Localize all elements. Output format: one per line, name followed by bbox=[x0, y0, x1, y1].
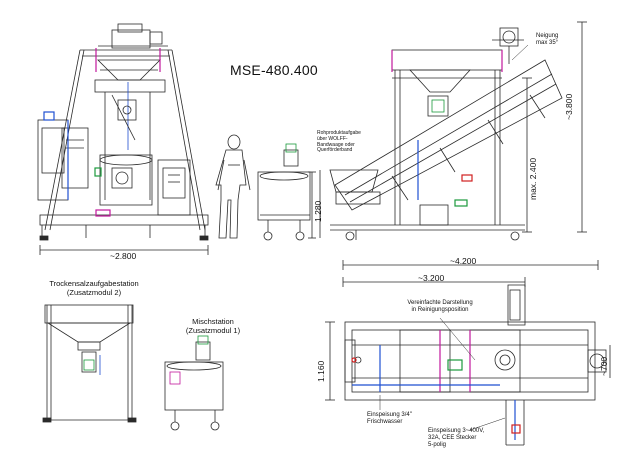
dim-plan-depth: 1.160 bbox=[316, 360, 326, 382]
label-trockensalz: Trockensalzaufgabestation (Zusatzmodul 2… bbox=[49, 279, 139, 297]
label-rohprodukt: Rohproduktaufgabe über WOLFF- Bandwaage … bbox=[317, 130, 361, 154]
mischstation-cart bbox=[164, 335, 224, 431]
drawing-title: MSE-480.400 bbox=[230, 62, 318, 78]
dim-plan-total: ~4.200 bbox=[450, 256, 477, 266]
front-view-machine bbox=[37, 23, 209, 255]
side-view-machine bbox=[319, 21, 587, 241]
label-mischstation: Mischstation (Zusatzmodul 1) bbox=[185, 317, 241, 335]
dim-height-cart: 1.280 bbox=[313, 200, 323, 222]
dim-height-right: ~3.800 bbox=[564, 93, 574, 120]
dim-plan-side: ~700 bbox=[599, 356, 609, 376]
dim-width-left: ~2.800 bbox=[110, 251, 137, 261]
dim-plan-inner: ~3.200 bbox=[418, 273, 445, 283]
label-einspeisung-wasser: Einspeisung 3/4" Frischwasser bbox=[367, 412, 412, 425]
human-figure bbox=[215, 134, 251, 239]
dim-height-mid: max. 2.400 bbox=[528, 157, 538, 200]
mixing-cart bbox=[257, 143, 316, 241]
label-vereinfacht: Vereinfachte Darstellung in Reinigungspo… bbox=[407, 300, 473, 313]
label-einspeisung-strom: Einspeisung 3~400V, 32A, CEE Stecker 5-p… bbox=[428, 428, 485, 448]
trockensalz-station bbox=[42, 304, 137, 423]
label-neigung: Neigung max 35° bbox=[536, 33, 559, 46]
